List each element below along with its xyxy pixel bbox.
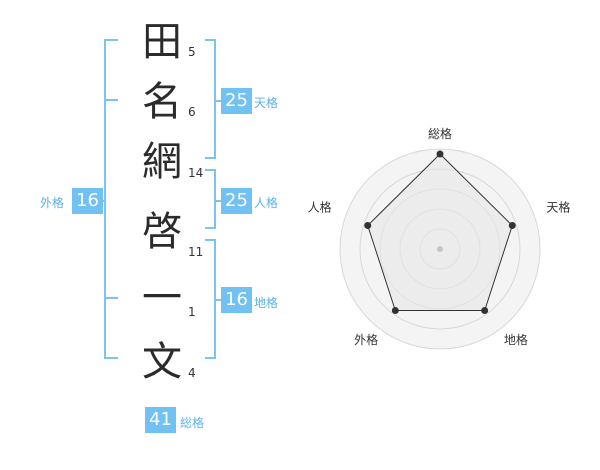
chikaku-value-badge: 16 xyxy=(221,287,252,313)
stroke-count-6: 4 xyxy=(188,366,196,380)
soukaku-value-badge: 41 xyxy=(145,407,176,433)
soukaku-label: 総格 xyxy=(180,416,205,430)
stroke-count-5: 1 xyxy=(188,305,196,319)
name-char-1: 田 xyxy=(142,19,182,65)
chikaku-label: 地格 xyxy=(254,296,279,310)
radar-axis-label-1: 総格 xyxy=(428,126,452,141)
name-char-2: 名 xyxy=(142,79,182,125)
radar-series-polygon xyxy=(367,153,513,311)
radar-axis-label-2: 天格 xyxy=(546,200,570,215)
radar-point-2 xyxy=(508,222,516,230)
gaikaku-label: 外格 xyxy=(40,196,65,210)
radar-axis-label-3: 地格 xyxy=(504,332,528,347)
radar-point-3 xyxy=(481,306,489,314)
stroke-count-4: 11 xyxy=(188,245,204,259)
radar-point-4 xyxy=(391,306,399,314)
jinkaku-label: 人格 xyxy=(254,196,279,210)
tenkaku-label: 天格 xyxy=(254,96,279,110)
name-char-4: 啓 xyxy=(142,209,182,255)
gaikaku-bracket xyxy=(104,39,118,359)
jinkaku-value-badge: 25 xyxy=(221,188,252,214)
stroke-count-2: 6 xyxy=(188,105,196,119)
gaikaku-value-badge: 16 xyxy=(72,188,103,214)
radar-point-5 xyxy=(364,222,372,230)
tenkaku-value-badge: 25 xyxy=(221,88,252,114)
radar-grid-ring xyxy=(339,148,541,350)
tenkaku-bracket xyxy=(205,39,216,159)
radar-center-dot xyxy=(437,246,443,252)
stroke-count-1: 5 xyxy=(188,45,196,59)
jinkaku-bracket xyxy=(205,169,216,229)
radar-axis-label-4: 外格 xyxy=(354,332,378,347)
name-char-3: 網 xyxy=(142,139,182,185)
radar-point-1 xyxy=(436,150,444,158)
radar-axis-label-5: 人格 xyxy=(308,200,332,215)
name-char-6: 文 xyxy=(142,339,182,385)
name-char-5: 一 xyxy=(142,275,182,321)
stroke-count-3: 14 xyxy=(188,166,204,180)
